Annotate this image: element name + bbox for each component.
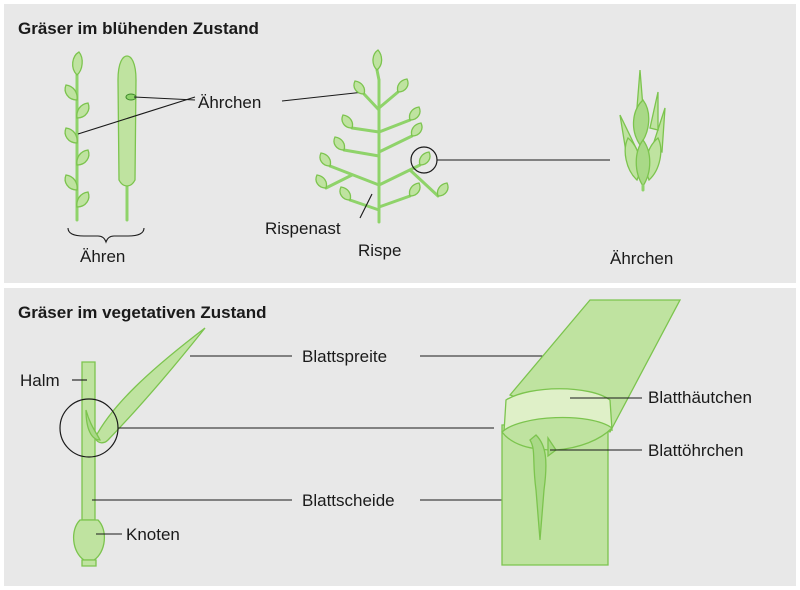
leaf-junction-detail-drawing bbox=[501, 299, 682, 566]
aehren-brace bbox=[67, 227, 145, 244]
leader-aehrchen-1 bbox=[77, 96, 196, 135]
label-blatthaeutchen: Blatthäutchen bbox=[648, 388, 752, 407]
label-knoten: Knoten bbox=[126, 525, 180, 544]
label-blattscheide: Blattscheide bbox=[302, 491, 395, 510]
spikelet-detail-drawing bbox=[619, 69, 666, 192]
label-aehrchen-top: Ährchen bbox=[198, 93, 261, 112]
stem-plant-drawing bbox=[73, 327, 206, 567]
spike-drawing-2 bbox=[117, 55, 137, 222]
label-aehrchen-right: Ährchen bbox=[610, 249, 673, 268]
flowering-section-title: Gräser im blühenden Zustand bbox=[18, 19, 259, 38]
label-rispe: Rispe bbox=[358, 241, 401, 260]
vegetative-panel bbox=[4, 288, 796, 586]
vegetative-section-title: Gräser im vegetativen Zustand bbox=[18, 303, 266, 322]
label-blattspreite: Blattspreite bbox=[302, 347, 387, 366]
spike-drawing-1 bbox=[64, 51, 90, 222]
label-rispenast: Rispenast bbox=[265, 219, 341, 238]
leader-rispenast bbox=[359, 193, 373, 219]
label-blattoehrchen: Blattöhrchen bbox=[648, 441, 743, 460]
leader-aehrchen-2 bbox=[133, 96, 196, 101]
label-halm: Halm bbox=[20, 371, 60, 390]
panicle-drawing bbox=[315, 49, 449, 224]
label-aehren: Ähren bbox=[80, 247, 125, 266]
leader-aehrchen-3 bbox=[281, 91, 365, 102]
